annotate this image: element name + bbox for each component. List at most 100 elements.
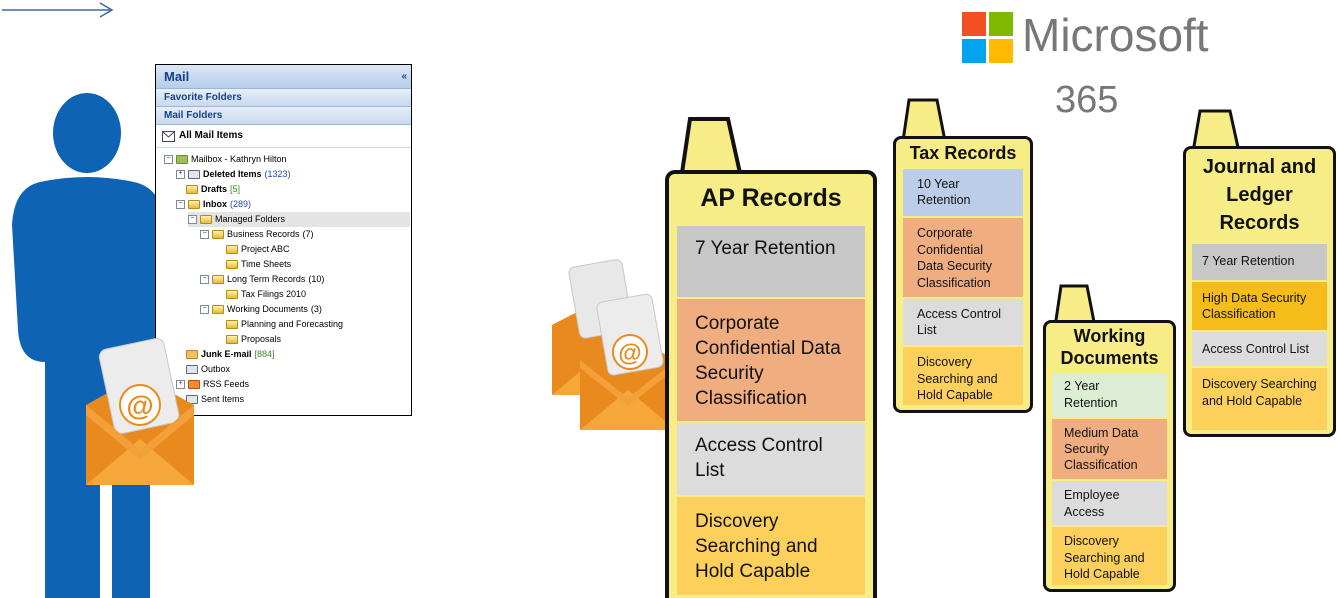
folder-icon [226, 245, 238, 254]
discovery-row: Discovery Searching and Hold Capable [1052, 527, 1167, 587]
tree-label: Time Sheets [241, 259, 292, 269]
tree-row[interactable]: Junk E-mail[884] [186, 347, 275, 362]
tree-label: Proposals [241, 334, 282, 344]
tree-label: Mailbox - Kathryn Hilton [191, 154, 287, 164]
card-title: Working Documents [1060, 326, 1159, 368]
tree-row[interactable]: +Deleted Items(1323) [176, 167, 291, 182]
tree-label: Managed Folders [215, 214, 286, 224]
folder-icon [212, 230, 224, 239]
mail-folders-label: Mail Folders [164, 110, 223, 121]
classification-row: High Data Security Classification [1192, 282, 1327, 332]
tree-label: Long Term Records [227, 274, 306, 284]
folder-icon [200, 215, 212, 224]
folder-tab [1053, 284, 1097, 328]
tree-label: RSS Feeds [203, 379, 250, 389]
tree-row[interactable]: Sent Items [186, 392, 244, 407]
microsoft-logo-icon [962, 12, 1013, 63]
tree-row[interactable]: −Mailbox - Kathryn Hilton [164, 152, 287, 167]
tree-row[interactable]: Planning and Forecasting [226, 317, 343, 332]
retention-row: 10 Year Retention [903, 169, 1023, 218]
svg-text:@: @ [126, 390, 153, 421]
tree-label: Business Records [227, 229, 300, 239]
flow-arrow [2, 2, 114, 18]
tree-count: [884] [254, 349, 275, 359]
collapse-icon[interactable]: « [401, 71, 407, 82]
tree-row[interactable]: Project ABC [226, 242, 290, 257]
folder-icon [212, 305, 224, 314]
classification-row: Medium Data Security Classification [1052, 419, 1167, 481]
card-title: Journal and Ledger Records [1202, 156, 1317, 234]
tree-count: (3) [310, 304, 322, 314]
tree-label: Outbox [201, 364, 231, 374]
folder-tab [680, 117, 742, 174]
tree-label: Drafts [201, 184, 228, 194]
tree-count: (289) [230, 199, 252, 209]
folder-tab [1191, 109, 1241, 153]
tree-label: Project ABC [241, 244, 290, 254]
mail-header: Mail « [156, 65, 411, 89]
favorite-folders-bar[interactable]: Favorite Folders [156, 89, 411, 107]
tree-count: (1323) [264, 169, 291, 179]
svg-text:@: @ [618, 340, 641, 367]
tree-count: (10) [308, 274, 325, 284]
card-ap-records: AP Records 7 Year Retention Corporate Co… [665, 170, 877, 598]
tree-label: Deleted Items [203, 169, 262, 179]
tree-count: (7) [302, 229, 314, 239]
tree-row[interactable]: Time Sheets [226, 257, 291, 272]
outlook-mail-panel: Mail « Favorite Folders Mail Folders All… [155, 64, 412, 416]
folder-icon [226, 260, 238, 269]
tree-row[interactable]: −Managed Folders [188, 212, 410, 227]
microsoft-brand: Microsoft [1022, 9, 1209, 61]
mail-header-label: Mail [164, 69, 190, 84]
card-journal-ledger-records: Journal and Ledger Records 7 Year Retent… [1183, 146, 1336, 437]
folder-icon [186, 185, 198, 194]
tree-row[interactable]: Drafts[5] [186, 182, 240, 197]
folder-icon [226, 320, 238, 329]
outbox-icon [186, 365, 198, 374]
sent-items-icon [186, 395, 198, 404]
tree-label: Tax Filings 2010 [241, 289, 307, 299]
tree-row[interactable]: −Business Records(7) [200, 227, 314, 242]
all-mail-items-label: All Mail Items [179, 130, 243, 141]
person-silhouette [12, 93, 171, 598]
classification-row: Corporate Confidential Data Security Cla… [903, 218, 1023, 299]
tree-row[interactable]: −Inbox(289) [176, 197, 251, 212]
junk-folder-icon [186, 350, 198, 359]
favorite-folders-label: Favorite Folders [164, 92, 242, 103]
discovery-row: Discovery Searching and Hold Capable [677, 497, 865, 597]
retention-row: 7 Year Retention [677, 226, 865, 299]
classification-row: Corporate Confidential Data Security Cla… [677, 299, 865, 423]
access-row: Employee Access [1052, 481, 1167, 527]
mail-items-icon [162, 130, 175, 142]
tree-row[interactable]: −Working Documents(3) [200, 302, 322, 317]
card-working-documents: Working Documents 2 Year Retention Mediu… [1043, 320, 1176, 592]
tree-count: [5] [230, 184, 241, 194]
email-envelope-icon: @ [86, 338, 194, 485]
folder-icon [188, 200, 200, 209]
mailbox-icon [176, 155, 188, 164]
mail-folders-bar[interactable]: Mail Folders [156, 107, 411, 125]
tree-row[interactable]: Outbox [186, 362, 230, 377]
stacked-email-icons: @ [552, 259, 676, 430]
card-title: Tax Records [909, 143, 1017, 163]
retention-row: 2 Year Retention [1052, 373, 1167, 419]
discovery-row: Discovery Searching and Hold Capable [1192, 368, 1327, 432]
all-mail-items[interactable]: All Mail Items [156, 125, 411, 148]
deleted-items-icon [188, 170, 200, 179]
card-title: AP Records [700, 184, 842, 212]
tree-row[interactable]: Proposals [226, 332, 281, 347]
tree-row[interactable]: +RSS Feeds [176, 377, 249, 392]
tree-label: Working Documents [227, 304, 308, 314]
tree-row[interactable]: −Long Term Records(10) [200, 272, 324, 287]
folder-tab [901, 98, 947, 142]
folder-icon [226, 290, 238, 299]
access-row: Access Control List [677, 423, 865, 497]
tree-row[interactable]: Tax Filings 2010 [226, 287, 306, 302]
folder-icon [226, 335, 238, 344]
tree-label: Planning and Forecasting [241, 319, 344, 329]
microsoft-product: 365 [1055, 79, 1119, 121]
card-tax-records: Tax Records 10 Year Retention Corporate … [893, 136, 1033, 413]
access-row: Access Control List [1192, 332, 1327, 368]
discovery-row: Discovery Searching and Hold Capable [903, 347, 1023, 407]
tree-label: Sent Items [201, 394, 245, 404]
